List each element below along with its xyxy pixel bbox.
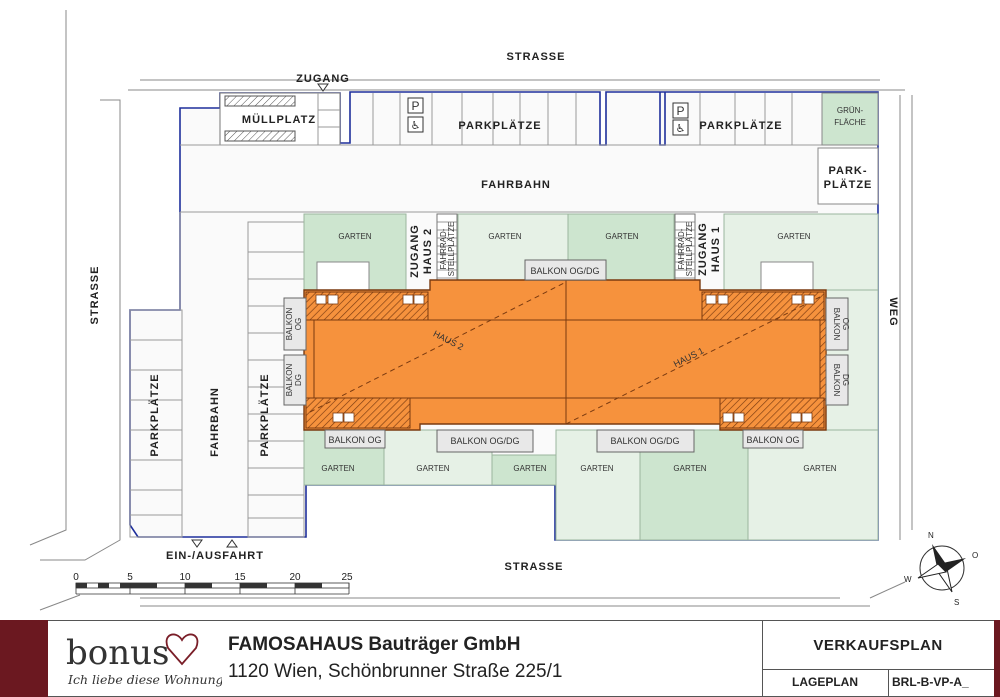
logo-text: bonus: [66, 633, 169, 673]
balcony-og-label: BALKON OG: [746, 435, 799, 445]
balcony-og-dg-label: BALKON OG/DG: [530, 266, 599, 276]
compass-icon: N S W O: [904, 531, 978, 607]
parking-right-label-2: PLÄTZE: [824, 178, 873, 191]
balcony-og-label: BALKON OG: [328, 435, 381, 445]
waste-area: [219, 92, 341, 146]
access-house1-label-2: HAUS 1: [710, 226, 722, 272]
waste-area-label: MÜLLPLATZ: [242, 113, 316, 126]
title-block: bonus Ich liebe diese Wohnung FAMOSAHAUS…: [0, 620, 1000, 697]
divider: [888, 669, 889, 697]
parking-label-top-right: PARKPLÄTZE: [699, 119, 782, 132]
lane-label-left: FAHRBAHN: [209, 387, 221, 457]
compass-n: N: [928, 531, 934, 540]
parking-right-label-1: PARK-: [828, 165, 867, 177]
garden-label: GARTEN: [488, 232, 521, 241]
green-area: [821, 92, 879, 146]
parking-sign-text: P: [676, 104, 684, 118]
parking-sign-left: P ♿: [407, 97, 424, 133]
brand-bar-right: [994, 620, 1000, 697]
compass-w: W: [904, 575, 912, 584]
divider: [762, 669, 994, 670]
balcony-label: BALKON: [832, 364, 841, 397]
svg-text:♿: ♿: [676, 123, 686, 135]
parking-right: [817, 147, 879, 205]
path-right-label: WEG: [887, 297, 899, 326]
left-parking-stalls: [129, 212, 305, 538]
access-label: ZUGANG: [296, 73, 350, 85]
compass-s: S: [954, 598, 959, 607]
street-lines: [29, 10, 913, 611]
site-plan: P ♿ P ♿ STRASSE STRASSE STRASSE WEG ZUGA…: [29, 10, 978, 611]
lane-label-top: FAHRBAHN: [481, 179, 551, 191]
access-house1-label-1: ZUGANG: [697, 222, 709, 276]
building: [303, 279, 827, 431]
bike-label-1: FAHRRAD-: [439, 228, 448, 269]
heart-icon: [165, 633, 199, 666]
parking-sign-text: P: [411, 99, 419, 113]
balcony-level-dg: DG: [294, 374, 303, 386]
top-parking-stalls: [180, 93, 878, 146]
garden-label: GARTEN: [513, 464, 546, 473]
company-address: 1120 Wien, Schönbrunner Straße 225/1: [228, 661, 563, 682]
access-house2-label-1: ZUGANG: [409, 224, 421, 278]
scale-bar: 0 5 10 15 20 25: [73, 572, 353, 595]
sheet-code: BRL-B-VP-A_: [892, 675, 969, 689]
garden-label: GARTEN: [803, 464, 836, 473]
street-top-label: STRASSE: [507, 51, 566, 63]
garden-label: GARTEN: [321, 464, 354, 473]
scale-tick: 25: [341, 572, 353, 583]
access-house2-label-2: HAUS 2: [422, 228, 434, 274]
access-markers: [191, 83, 329, 548]
green-area-label-2: FLÄCHE: [834, 118, 866, 127]
green-area-label-1: GRÜN-: [837, 106, 864, 115]
balcony-og-dg-label: BALKON OG/DG: [450, 436, 519, 446]
parking-sign-right: P ♿: [672, 102, 689, 136]
scale-tick: 15: [234, 572, 246, 583]
garden-label: GARTEN: [580, 464, 613, 473]
brand-bar-left: [0, 620, 48, 697]
balcony-boxes: [283, 259, 849, 453]
company-name: FAMOSAHAUS Bauträger GmbH: [228, 634, 521, 655]
parking-label-left-1: PARKPLÄTZE: [148, 373, 161, 456]
bike-label-1: FAHRRAD-: [677, 228, 686, 269]
scale-tick: 10: [179, 572, 191, 583]
street-bottom-label: STRASSE: [505, 561, 564, 573]
garden-label: GARTEN: [416, 464, 449, 473]
garden-label: GARTEN: [605, 232, 638, 241]
balcony-label: BALKON: [832, 308, 841, 341]
sheet-title: VERKAUFSPLAN: [813, 637, 943, 654]
balcony-og-dg-label: BALKON OG/DG: [610, 436, 679, 446]
sheet-name: LAGEPLAN: [792, 675, 858, 689]
balcony-label: BALKON: [285, 364, 294, 397]
entry-exit-label: EIN-/AUSFAHRT: [166, 550, 264, 562]
bike-label-2: STELLPLÄTZE: [447, 222, 456, 277]
bike-label-2: STELLPLÄTZE: [685, 222, 694, 277]
compass-o: O: [972, 551, 978, 560]
svg-text:♿: ♿: [411, 120, 421, 132]
scale-tick: 5: [127, 572, 133, 583]
scale-tick: 20: [289, 572, 301, 583]
balcony-level-dg: DG: [841, 374, 850, 386]
parking-label-left-2: PARKPLÄTZE: [258, 373, 271, 456]
bonus-logo: bonus Ich liebe diese Wohnung: [66, 633, 222, 687]
garden-label: GARTEN: [338, 232, 371, 241]
balcony-level-og: OG: [841, 318, 850, 330]
balcony-level-og: OG: [294, 318, 303, 330]
parking-label-top-left: PARKPLÄTZE: [458, 119, 541, 132]
scale-tick: 0: [73, 572, 79, 583]
garden-label: GARTEN: [777, 232, 810, 241]
divider: [762, 620, 763, 697]
logo-tagline: Ich liebe diese Wohnung: [67, 672, 222, 687]
street-left-label: STRASSE: [89, 266, 101, 325]
balcony-label: BALKON: [285, 308, 294, 341]
garden-label: GARTEN: [673, 464, 706, 473]
